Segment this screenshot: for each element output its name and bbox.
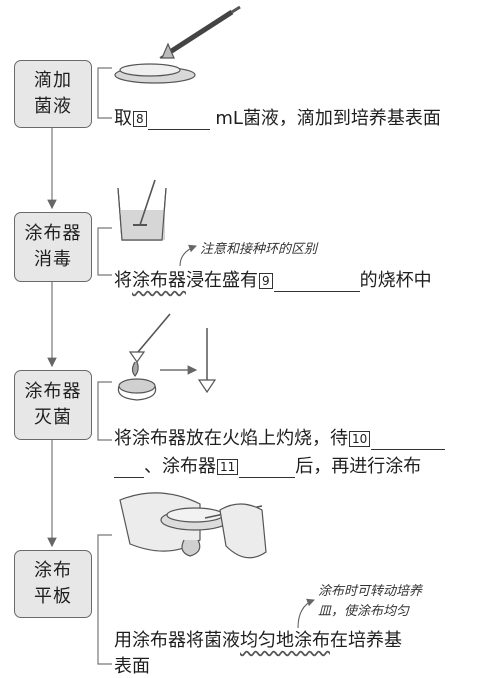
text-suffix: 后，再进行涂布: [295, 456, 422, 477]
annotation-note-line2: 皿，使涂布均匀: [318, 604, 410, 619]
blank-number: 10: [349, 431, 371, 447]
blank-number: 11: [217, 459, 239, 475]
answer-blank: [239, 456, 296, 478]
text-suffix: 的烧杯中: [359, 270, 432, 291]
step-box-sterilize-spreader: 涂布器 灭菌: [14, 370, 92, 440]
bracket-step3: [97, 381, 112, 441]
step-box-spread-plate: 涂布 平板: [14, 550, 92, 618]
step-label: 灭菌: [34, 407, 72, 428]
bracket-step1: [97, 67, 112, 119]
annotation-note-line1: 涂布时可转动培养: [318, 584, 423, 599]
answer-blank: [371, 428, 446, 450]
annotation-note: 注意和接种环的区别: [200, 242, 318, 257]
text-suffix: mL菌液，滴加到培养基表面: [215, 108, 441, 129]
text-middle: 、涂布器: [144, 456, 216, 477]
step-label: 涂布器: [24, 223, 82, 244]
step-box-add-culture: 滴加 菌液: [14, 60, 92, 128]
hands-spreading-on-dish-icon: [119, 492, 267, 559]
step4-instruction-line2: 表面: [114, 656, 150, 677]
answer-blank: [273, 270, 360, 292]
blank-number: 8: [133, 111, 147, 127]
text-prefix: 取: [114, 108, 132, 129]
step-label: 滴加: [34, 70, 72, 91]
bracket-step2: [97, 227, 112, 276]
note-pointer-step4: [297, 598, 315, 629]
step-label: 消毒: [34, 249, 72, 270]
text-suffix: 在培养基: [330, 630, 402, 651]
step-label: 平板: [34, 586, 72, 607]
pipette-dropping-onto-dish-icon: [114, 5, 241, 84]
blank-number: 9: [259, 273, 273, 289]
emphasis-text: 均匀地涂布: [240, 630, 330, 651]
bracket-step4: [97, 534, 112, 665]
step-box-disinfect-spreader: 涂布器 消毒: [14, 212, 92, 282]
text-prefix: 将: [114, 270, 132, 291]
step4-instruction-line1: 用涂布器将菌液均匀地涂布在培养基: [114, 626, 402, 652]
answer-blank: [147, 108, 210, 130]
step-label: 涂布器: [24, 381, 82, 402]
answer-blank: [114, 456, 144, 478]
step-label: 涂布: [34, 560, 72, 581]
emphasis-text: 涂布器: [132, 270, 186, 291]
alcohol-lamp-with-spreader-icon: [117, 313, 217, 401]
text-middle: 浸在盛有: [186, 270, 258, 291]
text-prefix: 用涂布器将菌液: [114, 630, 240, 651]
text-line: 将涂布器放在火焰上灼烧，待: [114, 428, 348, 449]
step-label: 菌液: [34, 96, 72, 117]
beaker-with-spreader-icon: [117, 179, 167, 241]
note-pointer-step2: [179, 244, 197, 267]
